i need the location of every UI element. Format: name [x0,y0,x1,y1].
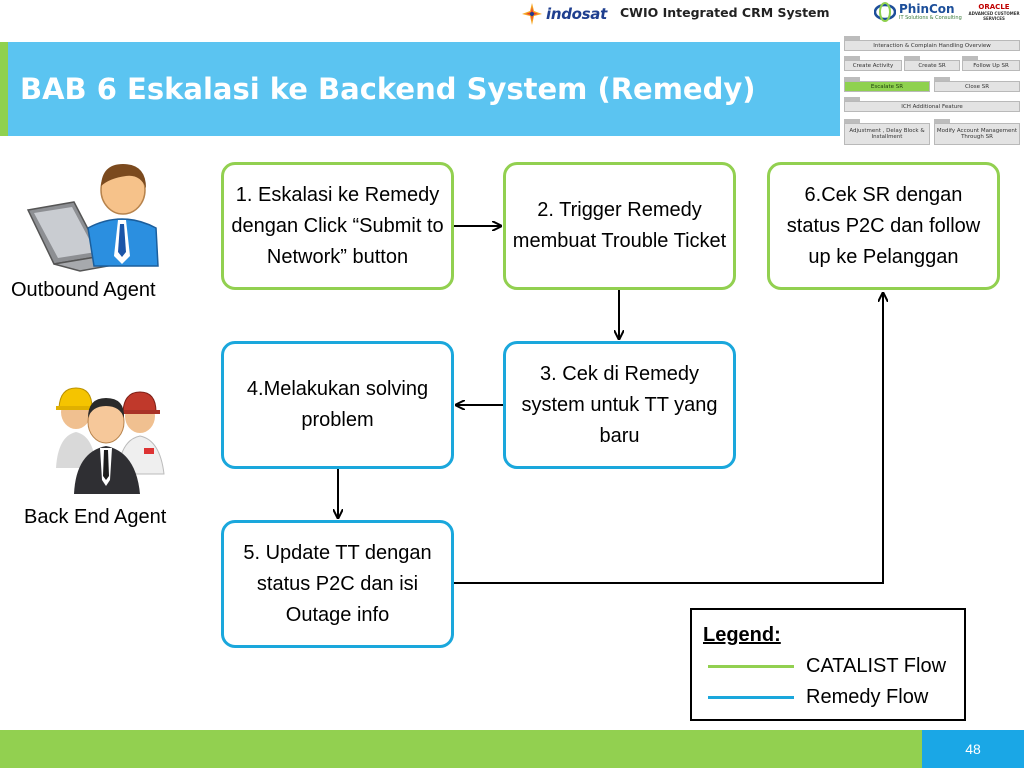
banner-accent-strip [0,42,8,136]
indosat-star-icon [522,3,542,25]
legend-item-remedy: Remedy Flow [708,686,928,709]
step-4-text: 4.Melakukan solving problem [246,378,429,431]
oracle-wordmark: ORACLE [978,3,1010,11]
step-3-box: 3. Cek di Remedy system untuk TT yang ba… [503,341,736,469]
legend-label-remedy: Remedy Flow [806,686,929,708]
legend: Legend: CATALIST Flow Remedy Flow [690,608,966,721]
page-number-box: 48 [922,730,1024,768]
nav-item-close-sr: Close SR [934,81,1020,92]
step-3-text: 3. Cek di Remedy system untuk TT yang ba… [521,362,718,447]
backend-agent-icon [56,387,165,494]
phincon-wordmark: PhinCon [899,1,955,16]
slide-title: BAB 6 Eskalasi ke Backend System (Remedy… [20,72,756,106]
phincon-logo: PhinCon IT Solutions & Consulting [874,1,962,23]
step-5-box: 5. Update TT dengan status P2C dan isi O… [221,520,454,648]
step-6-text: 6.Cek SR dengan status P2C dan follow up… [786,183,981,268]
arrow-step5-to-step6 [453,293,883,584]
phincon-swirl-icon [874,2,896,22]
indosat-wordmark: indosat [546,5,607,23]
nav-tag [934,77,950,82]
nav-item-create-activity: Create Activity [844,60,902,71]
nav-item-follow-up-sr: Follow Up SR [962,60,1020,71]
outbound-agent-icon [26,164,159,272]
nav-item-create-sr: Create SR [904,60,960,71]
nav-tag [844,77,860,82]
legend-item-catalist: CATALIST Flow [708,655,946,678]
phincon-tagline: IT Solutions & Consulting [899,14,962,21]
indosat-logo: indosat [522,2,607,26]
step-1-text: 1. Eskalasi ke Remedy dengan Click “Subm… [231,183,444,268]
outbound-agent-label: Outbound Agent [11,279,156,301]
legend-label-catalist: CATALIST Flow [806,655,947,677]
step-1-box: 1. Eskalasi ke Remedy dengan Click “Subm… [221,162,454,290]
step-6-box: 6.Cek SR dengan status P2C dan follow up… [767,162,1000,290]
nav-tag [934,119,950,124]
title-banner [8,42,840,136]
nav-tag [844,36,860,41]
page-number: 48 [965,741,981,757]
nav-item-modify-account: Modify Account Management Through SR [934,123,1020,145]
oracle-logo: ORACLE ADVANCED CUSTOMER SERVICES [968,3,1020,21]
step-5-text: 5. Update TT dengan status P2C dan isi O… [243,541,432,626]
nav-item-ich-additional: ICH Additional Feature [844,101,1020,112]
legend-line-remedy [708,696,794,699]
oracle-tagline: ADVANCED CUSTOMER SERVICES [968,11,1020,21]
nav-item-overview: Interaction & Complain Handling Overview [844,40,1020,51]
nav-tag [962,56,978,61]
process-nav-map: Interaction & Complain Handling Overview… [842,34,1022,150]
nav-tag [844,56,860,61]
footer-bar [0,730,922,768]
step-4-box: 4.Melakukan solving problem [221,341,454,469]
nav-tag [844,119,860,124]
backend-agent-label: Back End Agent [24,506,167,528]
step-2-box: 2. Trigger Remedy membuat Trouble Ticket [503,162,736,290]
legend-line-catalist [708,665,794,668]
nav-tag [844,97,860,102]
system-name: CWIO Integrated CRM System [620,5,830,20]
nav-item-escalate-sr: Escalate SR [844,81,930,92]
step-2-text: 2. Trigger Remedy membuat Trouble Ticket [512,199,727,252]
nav-tag [904,56,920,61]
legend-title: Legend: [703,624,781,646]
nav-item-adjustment: Adjustment , Delay Block & Installment [844,123,930,145]
